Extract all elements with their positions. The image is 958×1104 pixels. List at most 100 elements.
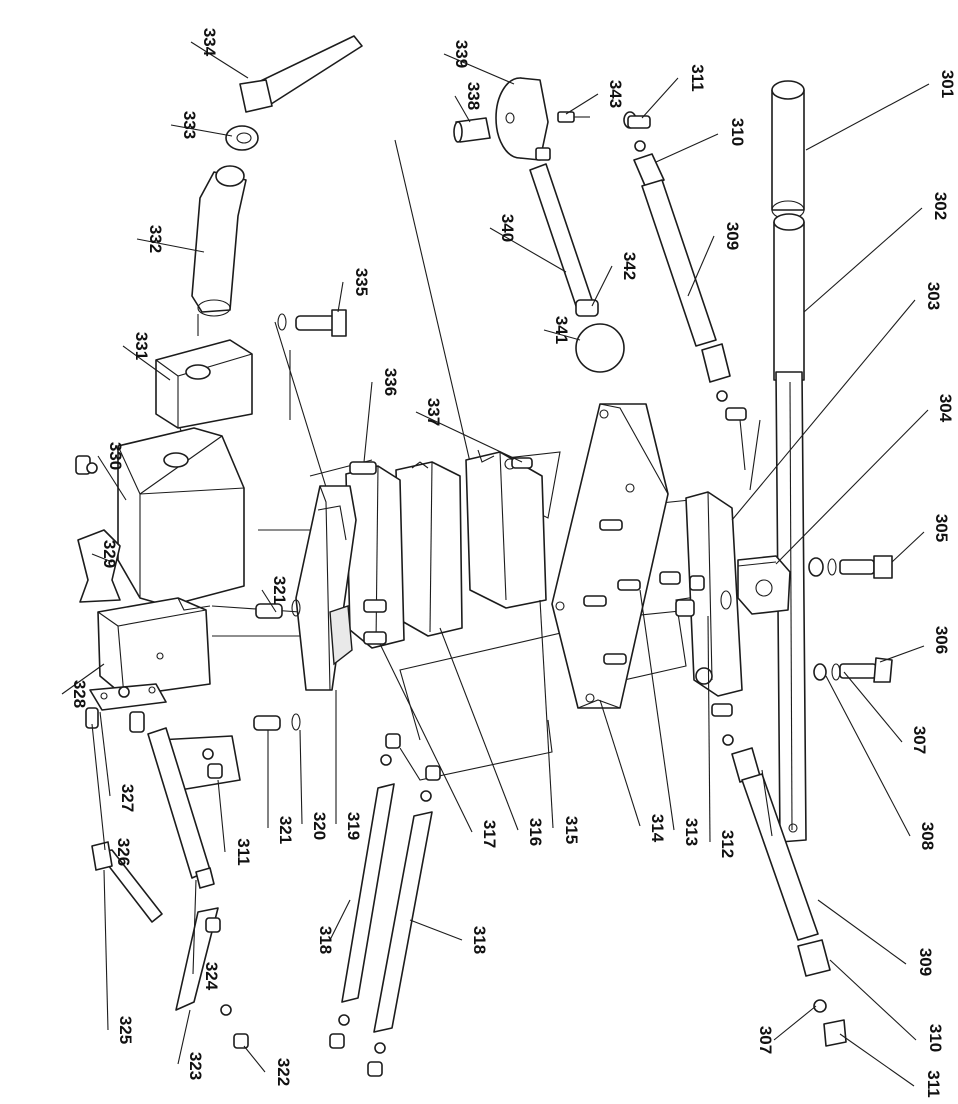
callout-338: 338 — [464, 82, 483, 110]
base-plate-313-314 — [551, 403, 669, 709]
callout-309-b: 309 — [916, 948, 935, 976]
callout-314: 314 — [648, 814, 667, 843]
tube-302 — [773, 213, 805, 381]
callout-302: 302 — [931, 192, 950, 220]
screw-313-c — [583, 595, 607, 607]
flat-bar-303 — [775, 371, 807, 843]
callout-315: 315 — [562, 816, 581, 844]
sleeve-310-bottom — [797, 939, 847, 1047]
callout-331: 331 — [132, 332, 151, 360]
screw-321-lower — [253, 713, 301, 731]
callout-318-b: 318 — [470, 926, 489, 954]
washer-top — [634, 140, 646, 152]
callout-340: 340 — [498, 214, 517, 242]
bolt-306 — [813, 657, 893, 683]
callout-318-a: 318 — [316, 926, 335, 954]
callout-307-b: 307 — [756, 1026, 775, 1054]
nut-342 — [575, 299, 599, 317]
screw-311-top — [623, 111, 651, 129]
callout-311-c: 311 — [924, 1070, 943, 1097]
screw-313-a — [599, 519, 623, 531]
callout-328: 328 — [70, 680, 89, 708]
callout-334: 334 — [200, 28, 219, 57]
callout-319: 319 — [344, 812, 363, 840]
callout-342: 342 — [620, 252, 639, 280]
callout-330: 330 — [106, 442, 125, 470]
callout-339: 339 — [452, 40, 471, 68]
clip-333 — [225, 125, 259, 151]
callout-309-a: 309 — [723, 222, 742, 250]
block-331 — [155, 339, 253, 429]
pin-343 — [557, 111, 590, 123]
handle-grip-301 — [771, 80, 805, 220]
plate-327 — [89, 683, 167, 711]
callout-311-b: 311 — [234, 838, 253, 865]
rod-324 — [147, 727, 215, 889]
callout-323: 323 — [186, 1052, 205, 1080]
callout-301: 301 — [938, 70, 957, 98]
callout-343: 343 — [606, 80, 625, 108]
block-330 — [117, 427, 245, 607]
leader-lines — [61, 41, 930, 1087]
callout-337: 337 — [424, 398, 443, 426]
rod-340 — [529, 163, 593, 307]
callout-labels: 301 302 303 304 305 306 307 307 308 309 … — [70, 28, 957, 1098]
callout-310-b: 310 — [926, 1024, 945, 1052]
callout-311-a: 311 — [688, 64, 707, 91]
rod-309-bottom — [741, 773, 819, 941]
disk-339 — [495, 77, 551, 161]
callout-312: 312 — [718, 830, 737, 858]
callout-305: 305 — [932, 514, 951, 542]
callout-304: 304 — [936, 394, 955, 423]
bushing-338 — [453, 117, 491, 143]
callout-320: 320 — [310, 812, 329, 840]
callout-306: 306 — [932, 626, 951, 654]
block-328 — [97, 597, 211, 697]
lever-325 — [91, 841, 163, 923]
callout-313: 313 — [682, 818, 701, 846]
block-315 — [465, 449, 547, 609]
callout-303: 303 — [924, 282, 943, 310]
callout-322: 322 — [274, 1058, 293, 1086]
rod-318-a — [329, 733, 401, 1049]
callout-316: 316 — [526, 818, 545, 846]
screw-321-upper — [255, 599, 301, 619]
screw-313-d — [603, 653, 627, 665]
callout-310-a: 310 — [728, 118, 747, 146]
sleeve-310-top — [633, 153, 665, 189]
callout-329: 329 — [100, 540, 119, 568]
callout-308: 308 — [918, 822, 937, 850]
plate-312-assembly — [659, 491, 743, 697]
screw-lower-a — [711, 703, 734, 746]
block-336-body — [345, 461, 405, 649]
lever-334 — [239, 35, 363, 113]
callout-333: 333 — [180, 111, 199, 139]
callout-332: 332 — [146, 225, 165, 253]
bolt-305 — [808, 555, 893, 579]
block-304 — [737, 555, 791, 615]
callout-327: 327 — [118, 784, 137, 812]
plate-329 — [77, 529, 121, 603]
rod-309-top — [641, 179, 717, 347]
callout-307-a: 307 — [910, 726, 929, 754]
block-316 — [395, 461, 463, 637]
callout-321-a: 321 — [270, 576, 289, 604]
callout-326: 326 — [114, 838, 133, 866]
screw-313-b — [617, 579, 641, 591]
screw-bracket — [118, 686, 145, 733]
callout-335: 335 — [352, 268, 371, 296]
rod-318-b — [367, 765, 441, 1077]
callout-325: 325 — [116, 1016, 135, 1044]
screw-311-mid — [202, 748, 223, 779]
ball-341 — [575, 323, 625, 373]
plate-319 — [295, 485, 357, 691]
bar-323 — [175, 907, 249, 1049]
callout-341: 341 — [552, 316, 571, 344]
shaft-332 — [191, 165, 247, 317]
callout-324: 324 — [202, 962, 221, 991]
screw-330-top — [75, 455, 98, 475]
sleeve-lower-top — [701, 343, 747, 421]
callout-317: 317 — [480, 820, 499, 848]
